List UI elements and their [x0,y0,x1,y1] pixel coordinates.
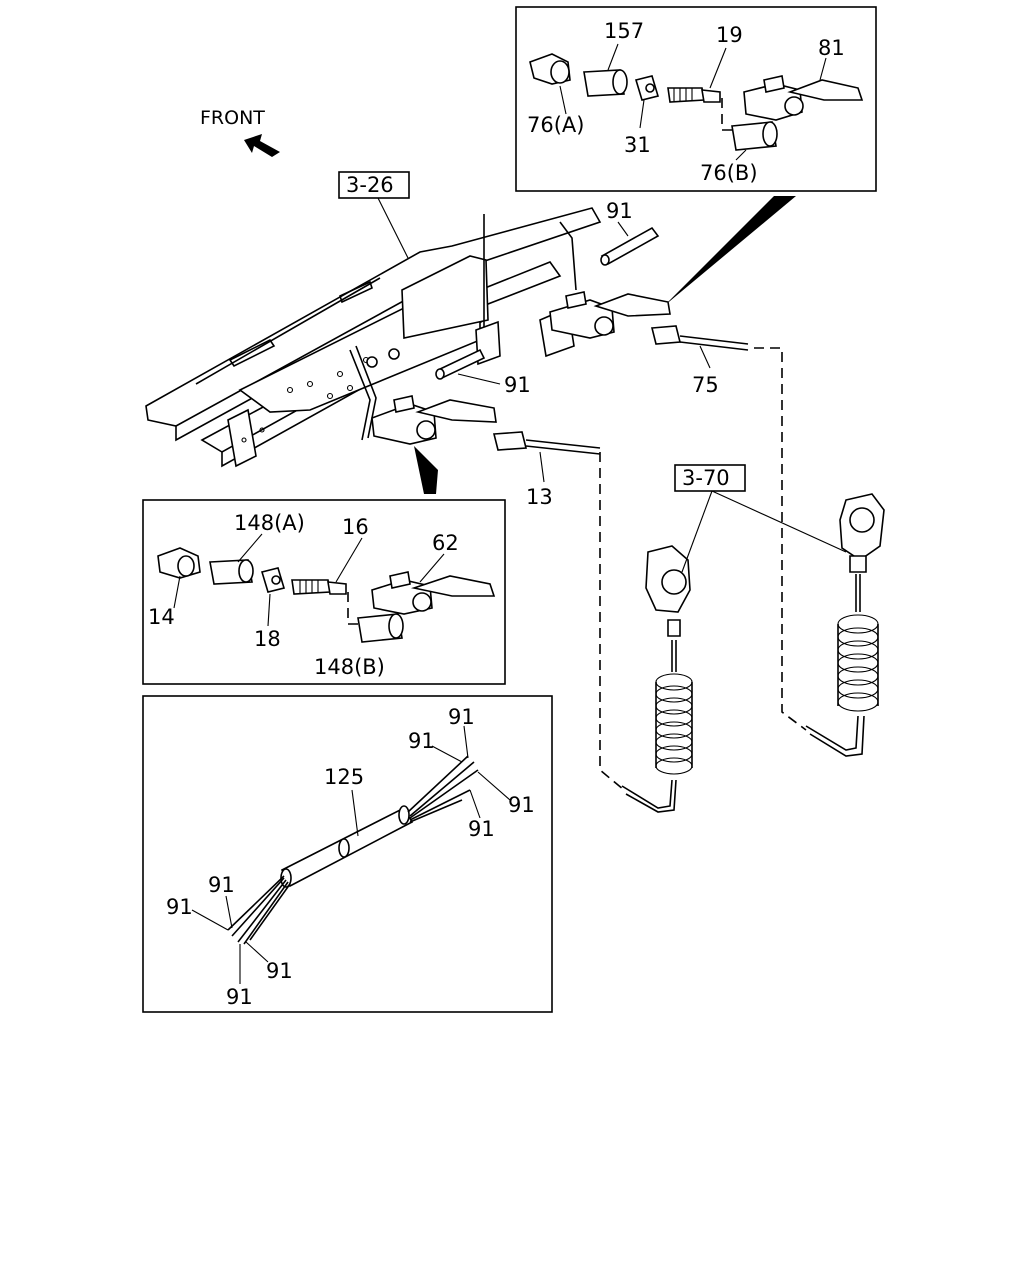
callout-91-f: 91 [166,895,193,919]
sleeve-76b [731,121,778,151]
callout-81: 81 [818,36,845,60]
callout-91-e: 91 [208,873,235,897]
zoom-pointer-bottom [414,446,438,494]
callout-148a: 148(A) [234,511,305,535]
valve-cluster-upper [549,291,749,369]
callout-91-top: 91 [606,199,633,223]
nipple-16 [291,579,347,595]
inset-top-right: 157 19 81 76(A) 31 76(B) [515,6,877,306]
pipe-91-upper [600,226,660,266]
callout-62: 62 [432,531,459,555]
callout-31: 31 [624,133,651,157]
elbow-fitting-14 [157,547,201,579]
front-label: FRONT [200,107,265,129]
ref-hose-3-70: 3-70 [674,464,847,573]
chassis-frame [145,207,602,468]
callout-157: 157 [604,19,644,43]
callout-76a: 76(A) [527,113,584,137]
front-indicator: FRONT [200,107,280,157]
protector-tube-125 [280,805,414,888]
elbow-fitting-76a [529,53,571,85]
ref-hose-label: 3-70 [682,466,730,490]
callout-75: 75 [692,373,719,397]
callout-18: 18 [254,627,281,651]
callout-91-h: 91 [226,985,253,1009]
callout-91-b: 91 [408,729,435,753]
sleeve-148a [209,559,254,585]
nut-18 [260,567,286,593]
zoom-pointer-top [664,196,796,306]
palm-coupler-right [839,493,885,573]
callout-91-d: 91 [468,817,495,841]
callout-91-a: 91 [448,705,475,729]
pipe-bundle-91-lower [227,875,291,945]
callout-19: 19 [716,23,743,47]
front-arrow-icon [244,134,280,157]
inset-lower: 125 91 91 91 91 91 91 91 91 [142,695,553,1013]
palm-coupler-left [645,545,691,637]
pipe-91-middle [435,348,486,380]
callout-91-middle: 91 [504,373,531,397]
callout-148b: 148(B) [314,655,385,679]
ref-frame-label: 3-26 [346,173,394,197]
coil-hose-right [837,574,879,712]
callout-13: 13 [526,485,553,509]
sleeve-148b [357,613,404,643]
hose-line-right [754,347,865,757]
nut-31 [634,75,660,101]
coil-hose-left [655,640,693,775]
callout-125: 125 [324,765,364,789]
ref-frame-3-26: 3-26 [338,171,410,259]
inset-middle-left: 148(A) 16 62 14 18 148(B) [142,499,506,685]
pipe-bundle-91-upper [407,755,479,823]
callout-91-g: 91 [266,959,293,983]
valve-cluster-lower [371,395,601,483]
callout-76b: 76(B) [700,161,758,185]
nipple-19 [667,87,721,103]
cock-valve-62 [371,571,496,615]
callout-16: 16 [342,515,369,539]
cock-valve-81 [743,75,864,121]
callout-14: 14 [148,605,175,629]
callout-91-c: 91 [508,793,535,817]
hose-line-left [599,452,677,813]
sleeve-157 [583,69,628,97]
